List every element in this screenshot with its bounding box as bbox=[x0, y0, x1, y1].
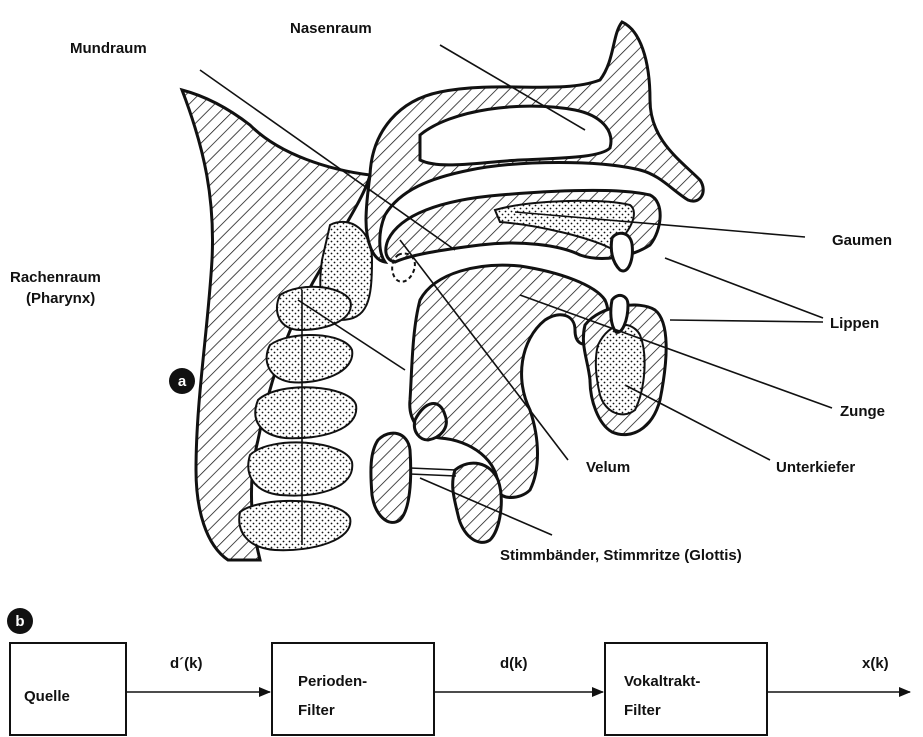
signal-x: x(k) bbox=[862, 655, 889, 672]
vocal-tract-illustration: a Nasenraum Mundraum Gaumen Rachenraum (… bbox=[10, 20, 892, 564]
label-lippen: Lippen bbox=[830, 315, 879, 332]
label-gaumen: Gaumen bbox=[832, 232, 892, 249]
label-rachenraum: Rachenraum bbox=[10, 269, 101, 286]
block-vokaltrakt-line2: Filter bbox=[624, 702, 661, 719]
signal-d-prime: d´(k) bbox=[170, 655, 203, 672]
block-perioden-line1: Perioden- bbox=[298, 673, 367, 690]
upper-teeth bbox=[611, 233, 632, 271]
source-filter-diagram: b Quelle Perioden- Filter Vokaltrakt- Fi… bbox=[7, 608, 910, 735]
signal-d: d(k) bbox=[500, 655, 528, 672]
label-pharynx: (Pharynx) bbox=[26, 290, 95, 307]
label-velum: Velum bbox=[586, 459, 630, 476]
label-unterkiefer: Unterkiefer bbox=[776, 459, 855, 476]
block-quelle-label: Quelle bbox=[24, 688, 70, 705]
marker-a-label: a bbox=[178, 373, 187, 390]
label-mundraum: Mundraum bbox=[70, 40, 147, 57]
label-glottis: Stimmbänder, Stimmritze (Glottis) bbox=[500, 547, 742, 564]
vocal-folds bbox=[410, 468, 456, 476]
label-zunge: Zunge bbox=[840, 403, 885, 420]
label-nasenraum: Nasenraum bbox=[290, 20, 372, 37]
block-vokaltrakt-line1: Vokaltrakt- bbox=[624, 673, 700, 690]
marker-b-label: b bbox=[15, 613, 24, 630]
larynx-left bbox=[371, 433, 411, 522]
block-perioden-line2: Filter bbox=[298, 702, 335, 719]
